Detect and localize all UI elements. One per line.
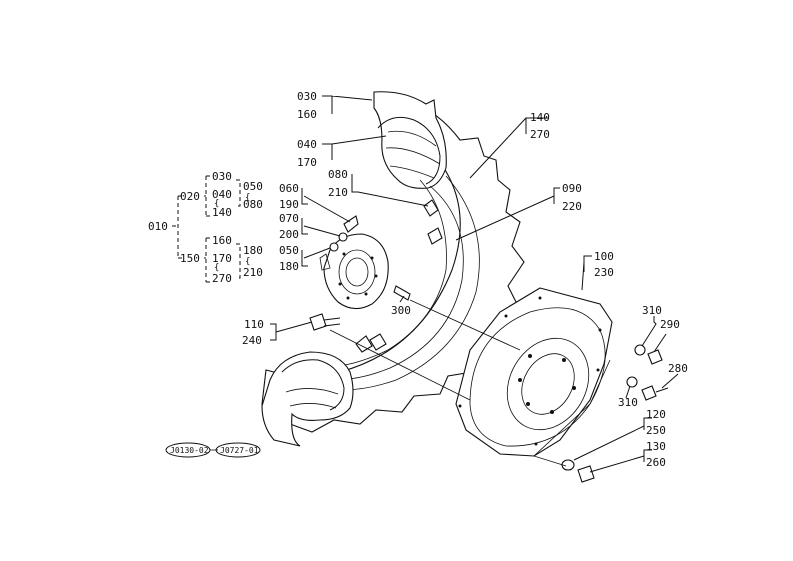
part-230: 230 bbox=[594, 266, 614, 279]
label-050-180[interactable]: 050 180 bbox=[279, 244, 299, 273]
label-110-240[interactable]: 110 240 bbox=[242, 318, 264, 347]
tree-b2: 170 bbox=[212, 252, 232, 265]
label-080-210[interactable]: 080 210 bbox=[328, 168, 348, 199]
part-270: 270 bbox=[530, 128, 550, 141]
tree-a1: 030 bbox=[212, 170, 232, 183]
label-130-260[interactable]: 130 260 bbox=[646, 440, 666, 469]
label-280[interactable]: 280 bbox=[668, 362, 688, 375]
part-030: 030 bbox=[297, 90, 317, 103]
part-080: 080 bbox=[328, 168, 348, 181]
part-290: 290 bbox=[660, 318, 680, 331]
part-250: 250 bbox=[646, 424, 666, 437]
part-100: 100 bbox=[594, 250, 614, 263]
tree-a4: 050 bbox=[243, 180, 263, 193]
tree-b5: 210 bbox=[243, 266, 263, 279]
label-290[interactable]: 290 bbox=[660, 318, 680, 331]
part-310-lower: 310 bbox=[618, 396, 638, 409]
tree-a: 020 bbox=[180, 190, 200, 203]
label-040-170[interactable]: 040 170 bbox=[297, 138, 317, 169]
part-190: 190 bbox=[279, 198, 299, 211]
part-160: 160 bbox=[297, 108, 317, 121]
part-180: 180 bbox=[279, 260, 299, 273]
tree-b-tilde: { bbox=[214, 263, 219, 273]
fasteners-right bbox=[561, 344, 669, 483]
part-120: 120 bbox=[646, 408, 666, 421]
part-130: 130 bbox=[646, 440, 666, 453]
part-060: 060 bbox=[279, 182, 299, 195]
wheel-rim bbox=[319, 233, 389, 310]
label-300[interactable]: 300 bbox=[391, 304, 411, 317]
part-110: 110 bbox=[244, 318, 264, 331]
part-310-upper: 310 bbox=[642, 304, 662, 317]
assembly-tree: 010 020 150 030 040 140 { 050 { 080 160 … bbox=[148, 170, 263, 285]
tree-a5: 080 bbox=[243, 198, 263, 211]
part-090: 090 bbox=[562, 182, 582, 195]
tree-a2: 040 bbox=[212, 188, 232, 201]
part-170: 170 bbox=[297, 156, 317, 169]
tree-root: 010 bbox=[148, 220, 168, 233]
tree-b-brace: { bbox=[245, 257, 250, 267]
part-050: 050 bbox=[279, 244, 299, 257]
drawing-refs: J0130-02 J0727-01 bbox=[165, 442, 261, 458]
label-100-230[interactable]: 100 230 bbox=[594, 250, 614, 279]
tree-b: 150 bbox=[180, 252, 200, 265]
tree-b3: 270 bbox=[212, 272, 232, 285]
tree-b1: 160 bbox=[212, 234, 232, 247]
part-140: 140 bbox=[530, 111, 550, 124]
part-260: 260 bbox=[646, 456, 666, 469]
part-240: 240 bbox=[242, 334, 262, 347]
label-310-upper[interactable]: 310 bbox=[642, 304, 662, 317]
part-280: 280 bbox=[668, 362, 688, 375]
tree-a-brace: { bbox=[245, 193, 250, 203]
part-200: 200 bbox=[279, 228, 299, 241]
label-070-200[interactable]: 070 200 bbox=[279, 212, 299, 241]
tree-a-tilde: { bbox=[214, 199, 219, 209]
ref-left: J0130-02 bbox=[170, 446, 209, 455]
label-060-190[interactable]: 060 190 bbox=[279, 182, 299, 211]
tree-a3: 140 bbox=[212, 206, 232, 219]
label-140-270[interactable]: 140 270 bbox=[530, 111, 550, 141]
leader-lines bbox=[270, 95, 679, 473]
part-220: 220 bbox=[562, 200, 582, 213]
part-210: 210 bbox=[328, 186, 348, 199]
ref-right: J0727-01 bbox=[220, 446, 259, 455]
label-030-160[interactable]: 030 160 bbox=[297, 90, 317, 121]
label-090-220[interactable]: 090 220 bbox=[562, 182, 582, 213]
valve-parts bbox=[309, 199, 443, 353]
tire bbox=[261, 91, 525, 447]
part-300: 300 bbox=[391, 304, 411, 317]
part-070: 070 bbox=[279, 212, 299, 225]
label-120-250[interactable]: 120 250 bbox=[646, 408, 666, 437]
tree-b4: 180 bbox=[243, 244, 263, 257]
label-310-lower[interactable]: 310 bbox=[618, 396, 638, 409]
part-040: 040 bbox=[297, 138, 317, 151]
